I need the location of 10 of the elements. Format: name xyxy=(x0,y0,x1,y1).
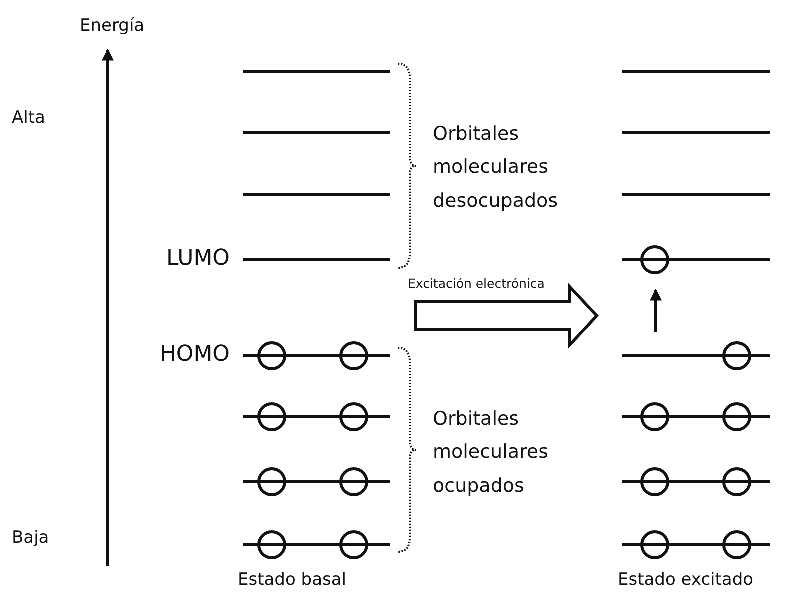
level-label: HOMO xyxy=(160,342,230,367)
group-label: Orbitales moleculares ocupados xyxy=(433,407,550,498)
group-label: Orbitales moleculares desocupados xyxy=(433,122,560,214)
axis-label: Baja xyxy=(12,528,50,548)
state-label: Estado excitado xyxy=(618,570,754,590)
arrow-label: Excitación electrónica xyxy=(408,276,545,291)
level-label: LUMO xyxy=(166,246,230,271)
axis-label: Energía xyxy=(80,16,145,36)
axis-label: Alta xyxy=(12,108,46,128)
state-label: Estado basal xyxy=(238,570,346,590)
